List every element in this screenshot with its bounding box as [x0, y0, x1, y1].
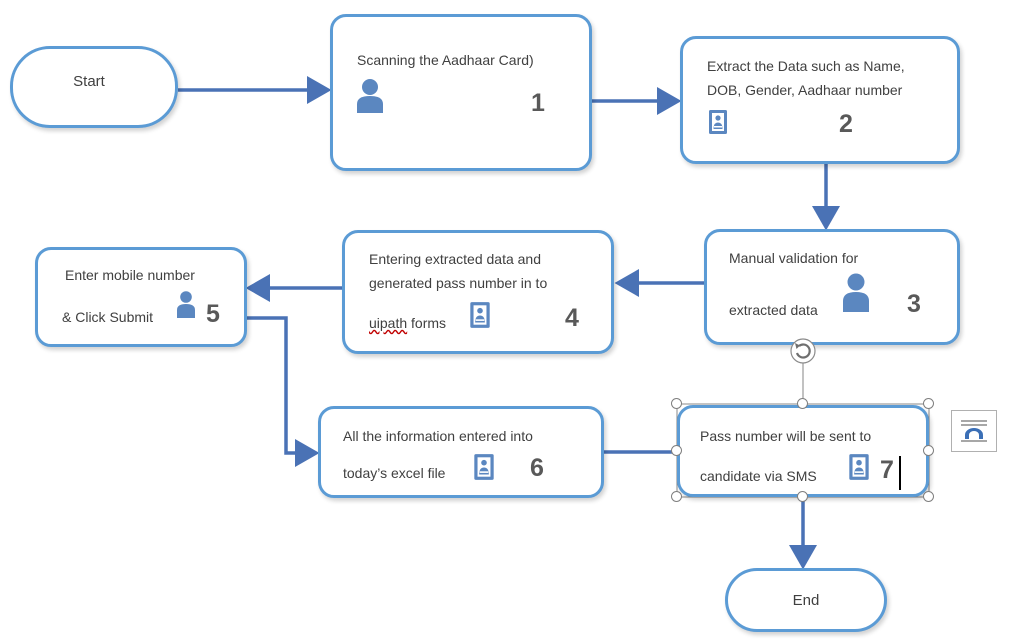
step6-text-line1: All the information entered into	[343, 428, 533, 444]
step2-text-line2: DOB, Gender, Aadhaar number	[707, 82, 903, 98]
rotate-handle-icon[interactable]	[788, 336, 818, 366]
step3-text-line2: extracted data	[729, 302, 818, 318]
step4-number: 4	[565, 304, 579, 332]
start-node[interactable]: Start	[10, 46, 178, 128]
step5-text-line2: & Click Submit	[62, 309, 154, 325]
person-icon	[177, 291, 195, 318]
resize-handle-top[interactable]	[797, 398, 808, 409]
id-badge-icon	[470, 302, 490, 328]
step3-number: 3	[907, 290, 921, 318]
resize-handle-left[interactable]	[671, 445, 682, 456]
step1-number: 1	[531, 89, 545, 117]
person-icon	[357, 79, 383, 113]
id-badge-icon	[849, 454, 869, 480]
step2-node[interactable]: Extract the Data such as Name, DOB, Gend…	[680, 36, 960, 164]
step4-text-line3: uipath forms	[369, 310, 446, 336]
step3-node[interactable]: Manual validation for extracted data 3	[704, 229, 960, 345]
step7-node[interactable]: Pass number will be sent to candidate vi…	[677, 405, 929, 497]
step4-text-line3-rest: forms	[407, 315, 447, 331]
resize-handle-top-right[interactable]	[923, 398, 934, 409]
step3-text-line1: Manual validation for	[729, 250, 859, 266]
step2-number: 2	[839, 110, 853, 138]
resize-handle-bottom-right[interactable]	[923, 491, 934, 502]
id-badge-icon	[474, 454, 494, 480]
step4-node[interactable]: Entering extracted data and generated pa…	[342, 230, 614, 354]
step2-text-line1: Extract the Data such as Name,	[707, 58, 905, 74]
layout-options-button[interactable]	[951, 410, 997, 452]
step4-text-line2: generated pass number in to	[369, 275, 548, 291]
start-label: Start	[73, 72, 105, 90]
step7-text-line1: Pass number will be sent to	[700, 428, 872, 444]
step5-text-line1: Enter mobile number	[65, 267, 195, 283]
id-badge-icon	[709, 110, 727, 134]
step4-text-line1: Entering extracted data and	[369, 251, 542, 267]
text-cursor	[899, 456, 901, 490]
step5-number: 5	[206, 300, 220, 328]
step1-text: Scanning the Aadhaar Card)	[357, 52, 534, 68]
person-icon	[843, 273, 869, 312]
layout-options-icon	[961, 420, 987, 442]
resize-handle-right[interactable]	[923, 445, 934, 456]
resize-handle-bottom[interactable]	[797, 491, 808, 502]
step1-node[interactable]: Scanning the Aadhaar Card) 1	[330, 14, 592, 171]
spellcheck-word: uipath	[369, 315, 408, 331]
step6-node[interactable]: All the information entered into today’s…	[318, 406, 604, 498]
step7-number: 7	[880, 456, 894, 484]
resize-handle-top-left[interactable]	[671, 398, 682, 409]
end-node[interactable]: End	[725, 568, 887, 632]
step5-node[interactable]: Enter mobile number & Click Submit 5	[35, 247, 247, 347]
arrow-step5-to-step6	[247, 316, 320, 467]
step6-number: 6	[530, 454, 544, 482]
resize-handle-bottom-left[interactable]	[671, 491, 682, 502]
step7-text-line2: candidate via SMS	[700, 468, 817, 484]
step6-text-line2: today’s excel file	[343, 465, 446, 481]
end-label: End	[792, 591, 820, 609]
